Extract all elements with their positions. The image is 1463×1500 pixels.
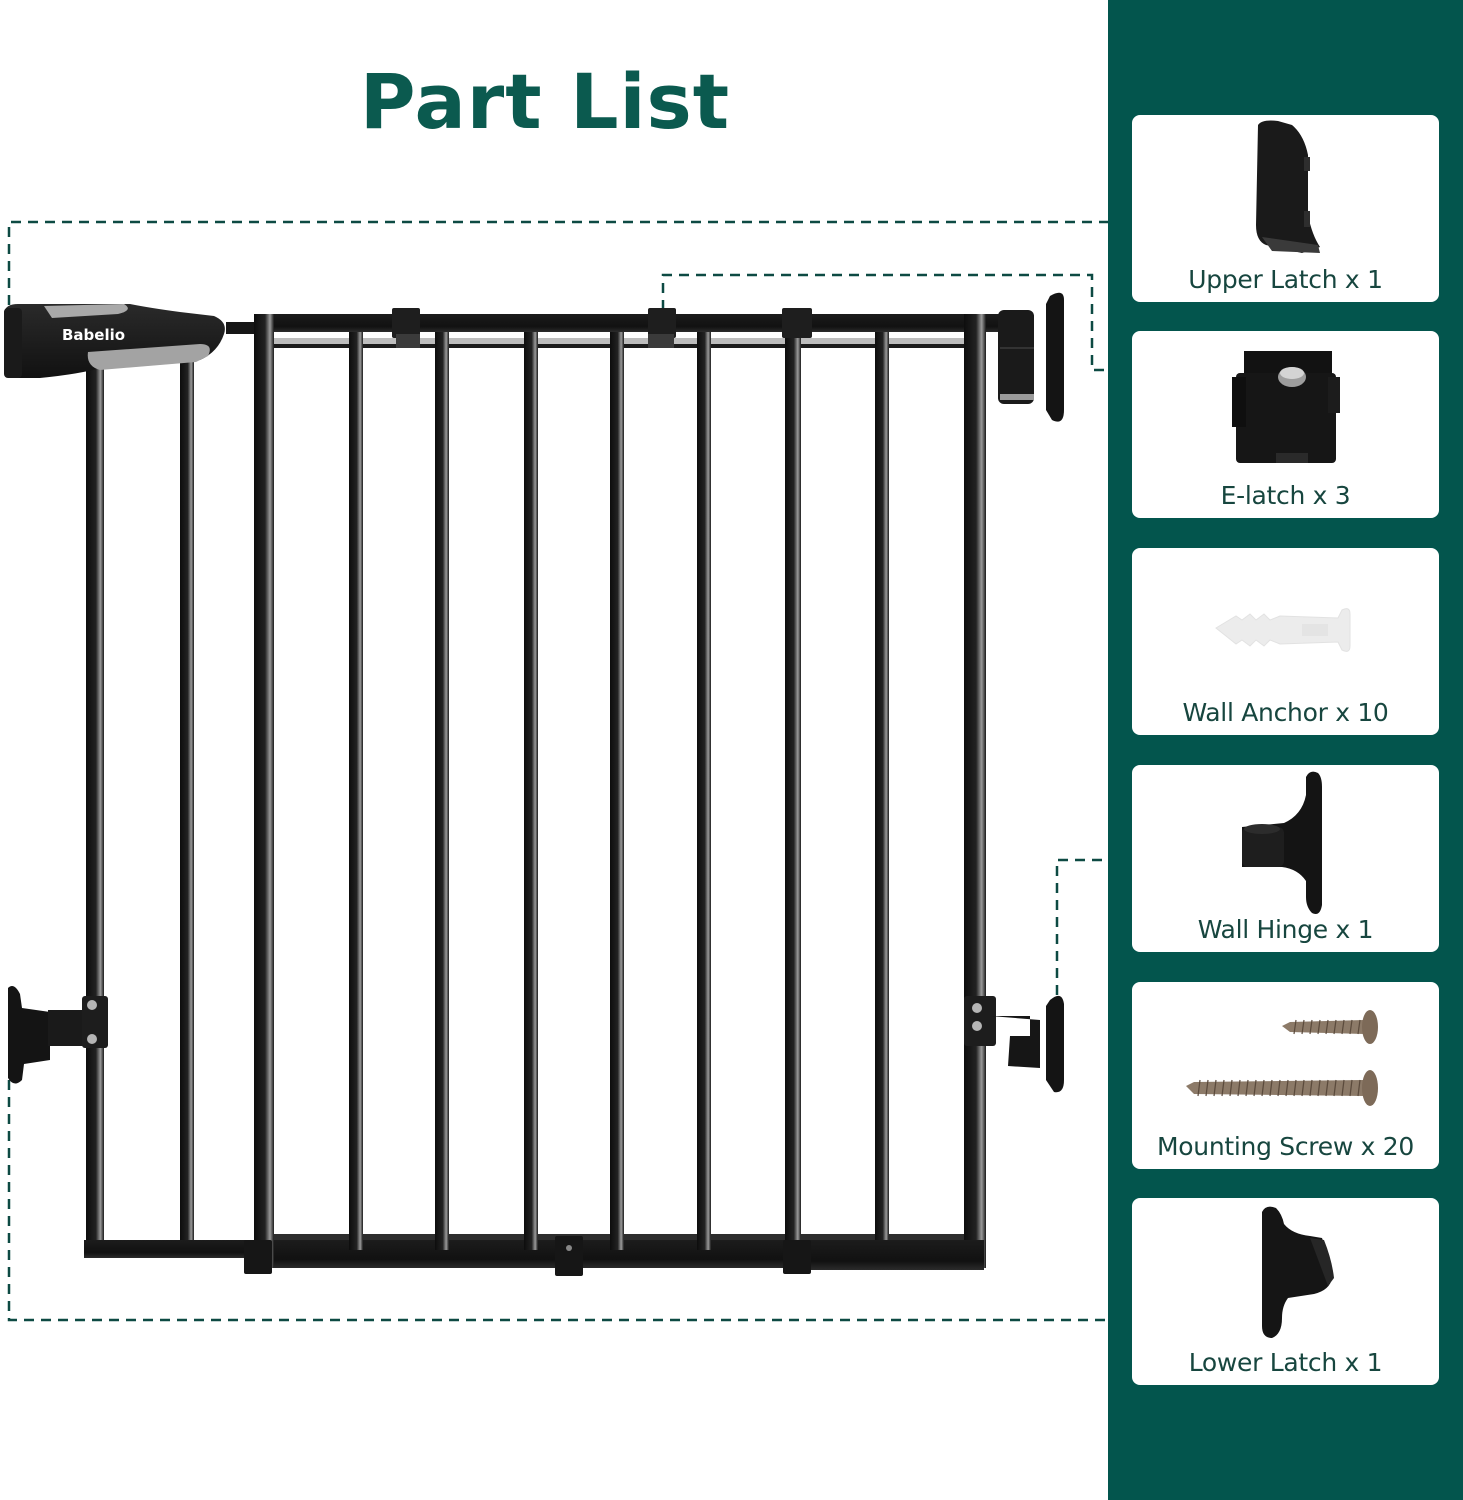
lower-latch-icon [1262,1206,1334,1338]
bottom-right-hinge [964,995,1064,1093]
brand-logo: Babelio [62,326,125,344]
gate-illustration: Babelio [4,220,1108,1322]
bottom-left-latch [8,986,108,1084]
long-screw [1186,1070,1378,1106]
top-right-hinge [998,292,1064,422]
part-card-e-latch: E-latch x 3 [1132,331,1439,518]
part-label: Lower Latch x 1 [1188,1348,1383,1377]
part-card-wall-hinge: Wall Hinge x 1 [1132,765,1439,952]
part-label: Wall Hinge x 1 [1197,915,1374,944]
upper-latch-callout [7,220,1108,305]
e-latch-callout [661,273,1108,372]
callout-lines [7,220,1108,1322]
upper-latch-icon [1256,120,1320,253]
page-title: Part List [359,57,731,146]
wall-hinge-callout [1055,858,1108,995]
part-card-lower-latch: Lower Latch x 1 [1132,1198,1439,1385]
parts-sidebar: Upper Latch x 1 E-latch x 3 Wall Anchor … [1108,0,1463,1500]
gate-diagram-area: Part List [4,57,1108,1322]
part-label: Mounting Screw x 20 [1157,1132,1414,1161]
e-latch-icon [1232,351,1340,463]
bottom-clips [244,1236,811,1276]
part-card-upper-latch: Upper Latch x 1 [1132,115,1439,302]
e-latch-clips [392,308,812,348]
part-label: Upper Latch x 1 [1188,265,1383,294]
wall-hinge-icon [1242,771,1322,914]
part-card-wall-anchor: Wall Anchor x 10 [1132,548,1439,735]
part-card-mounting-screw: Mounting Screw x 20 [1132,982,1439,1169]
gate-handle: Babelio [4,304,225,378]
mounting-screw-icon [1186,1010,1378,1106]
lower-latch-callout [7,1080,1108,1322]
part-label: E-latch x 3 [1220,481,1351,510]
short-screw [1282,1010,1378,1044]
gate-door-frame [254,312,1030,1270]
part-label: Wall Anchor x 10 [1182,698,1389,727]
wall-anchor-icon [1215,608,1351,652]
